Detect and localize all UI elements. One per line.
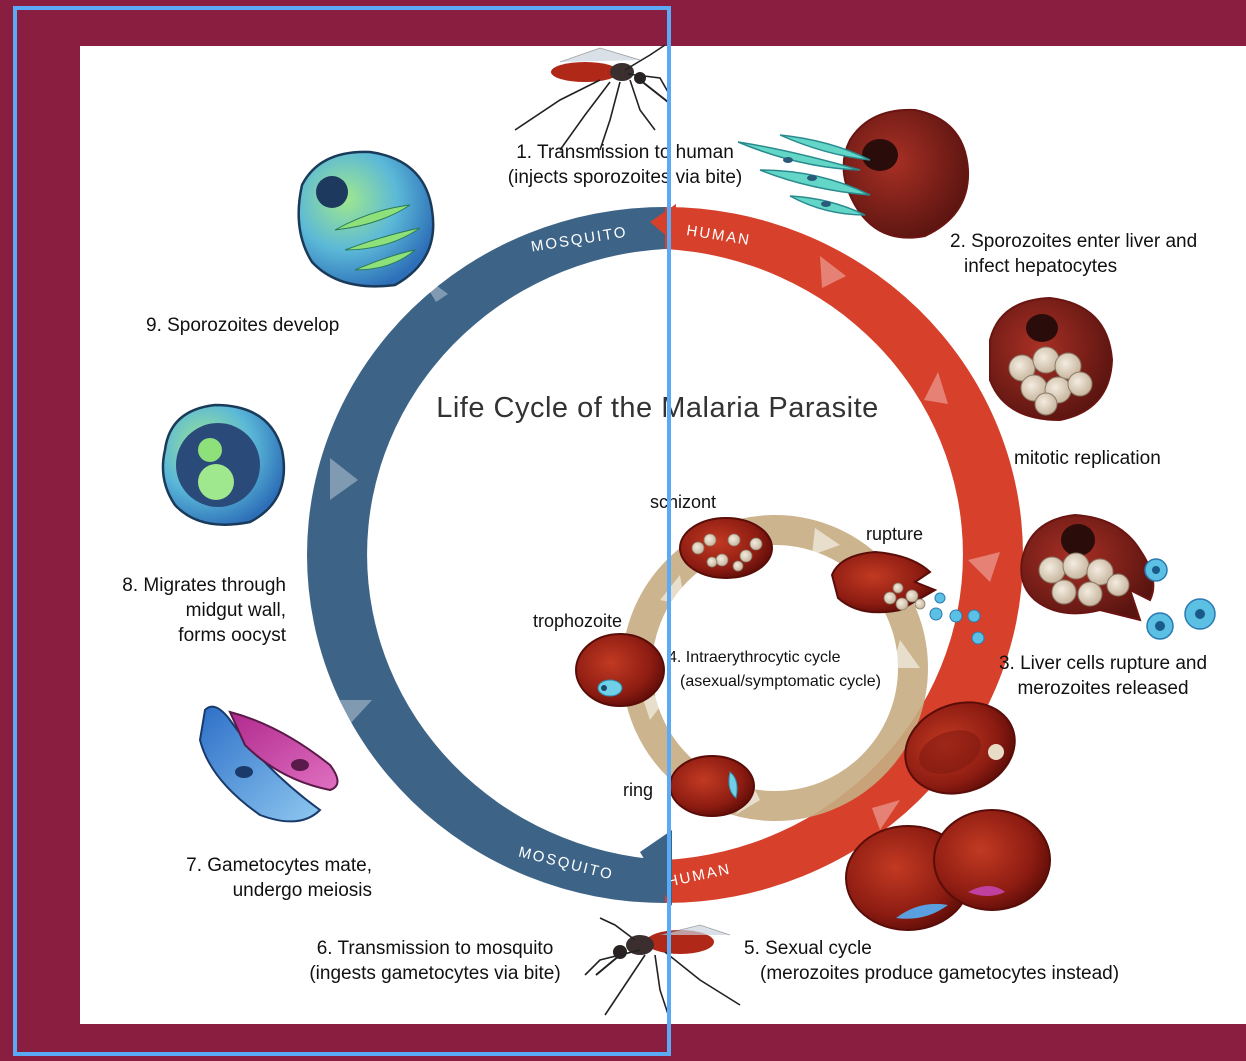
ring-cell — [670, 756, 754, 816]
mitotic-replication-illustration — [990, 298, 1112, 420]
stage-rupture-label: rupture — [866, 522, 923, 547]
step-5-label: 5. Sexual cycle(merozoites produce gamet… — [744, 936, 1119, 986]
schizont-cell — [680, 518, 772, 578]
mitotic-replication-label: mitotic replication — [1014, 446, 1161, 471]
step-4-label: 4. Intraerythrocytic cycle(asexual/sympt… — [668, 646, 881, 694]
hepatocyte-infection-illustration — [738, 110, 968, 238]
liver-rupture-illustration — [1021, 515, 1215, 639]
selection-rectangle — [13, 6, 671, 1056]
